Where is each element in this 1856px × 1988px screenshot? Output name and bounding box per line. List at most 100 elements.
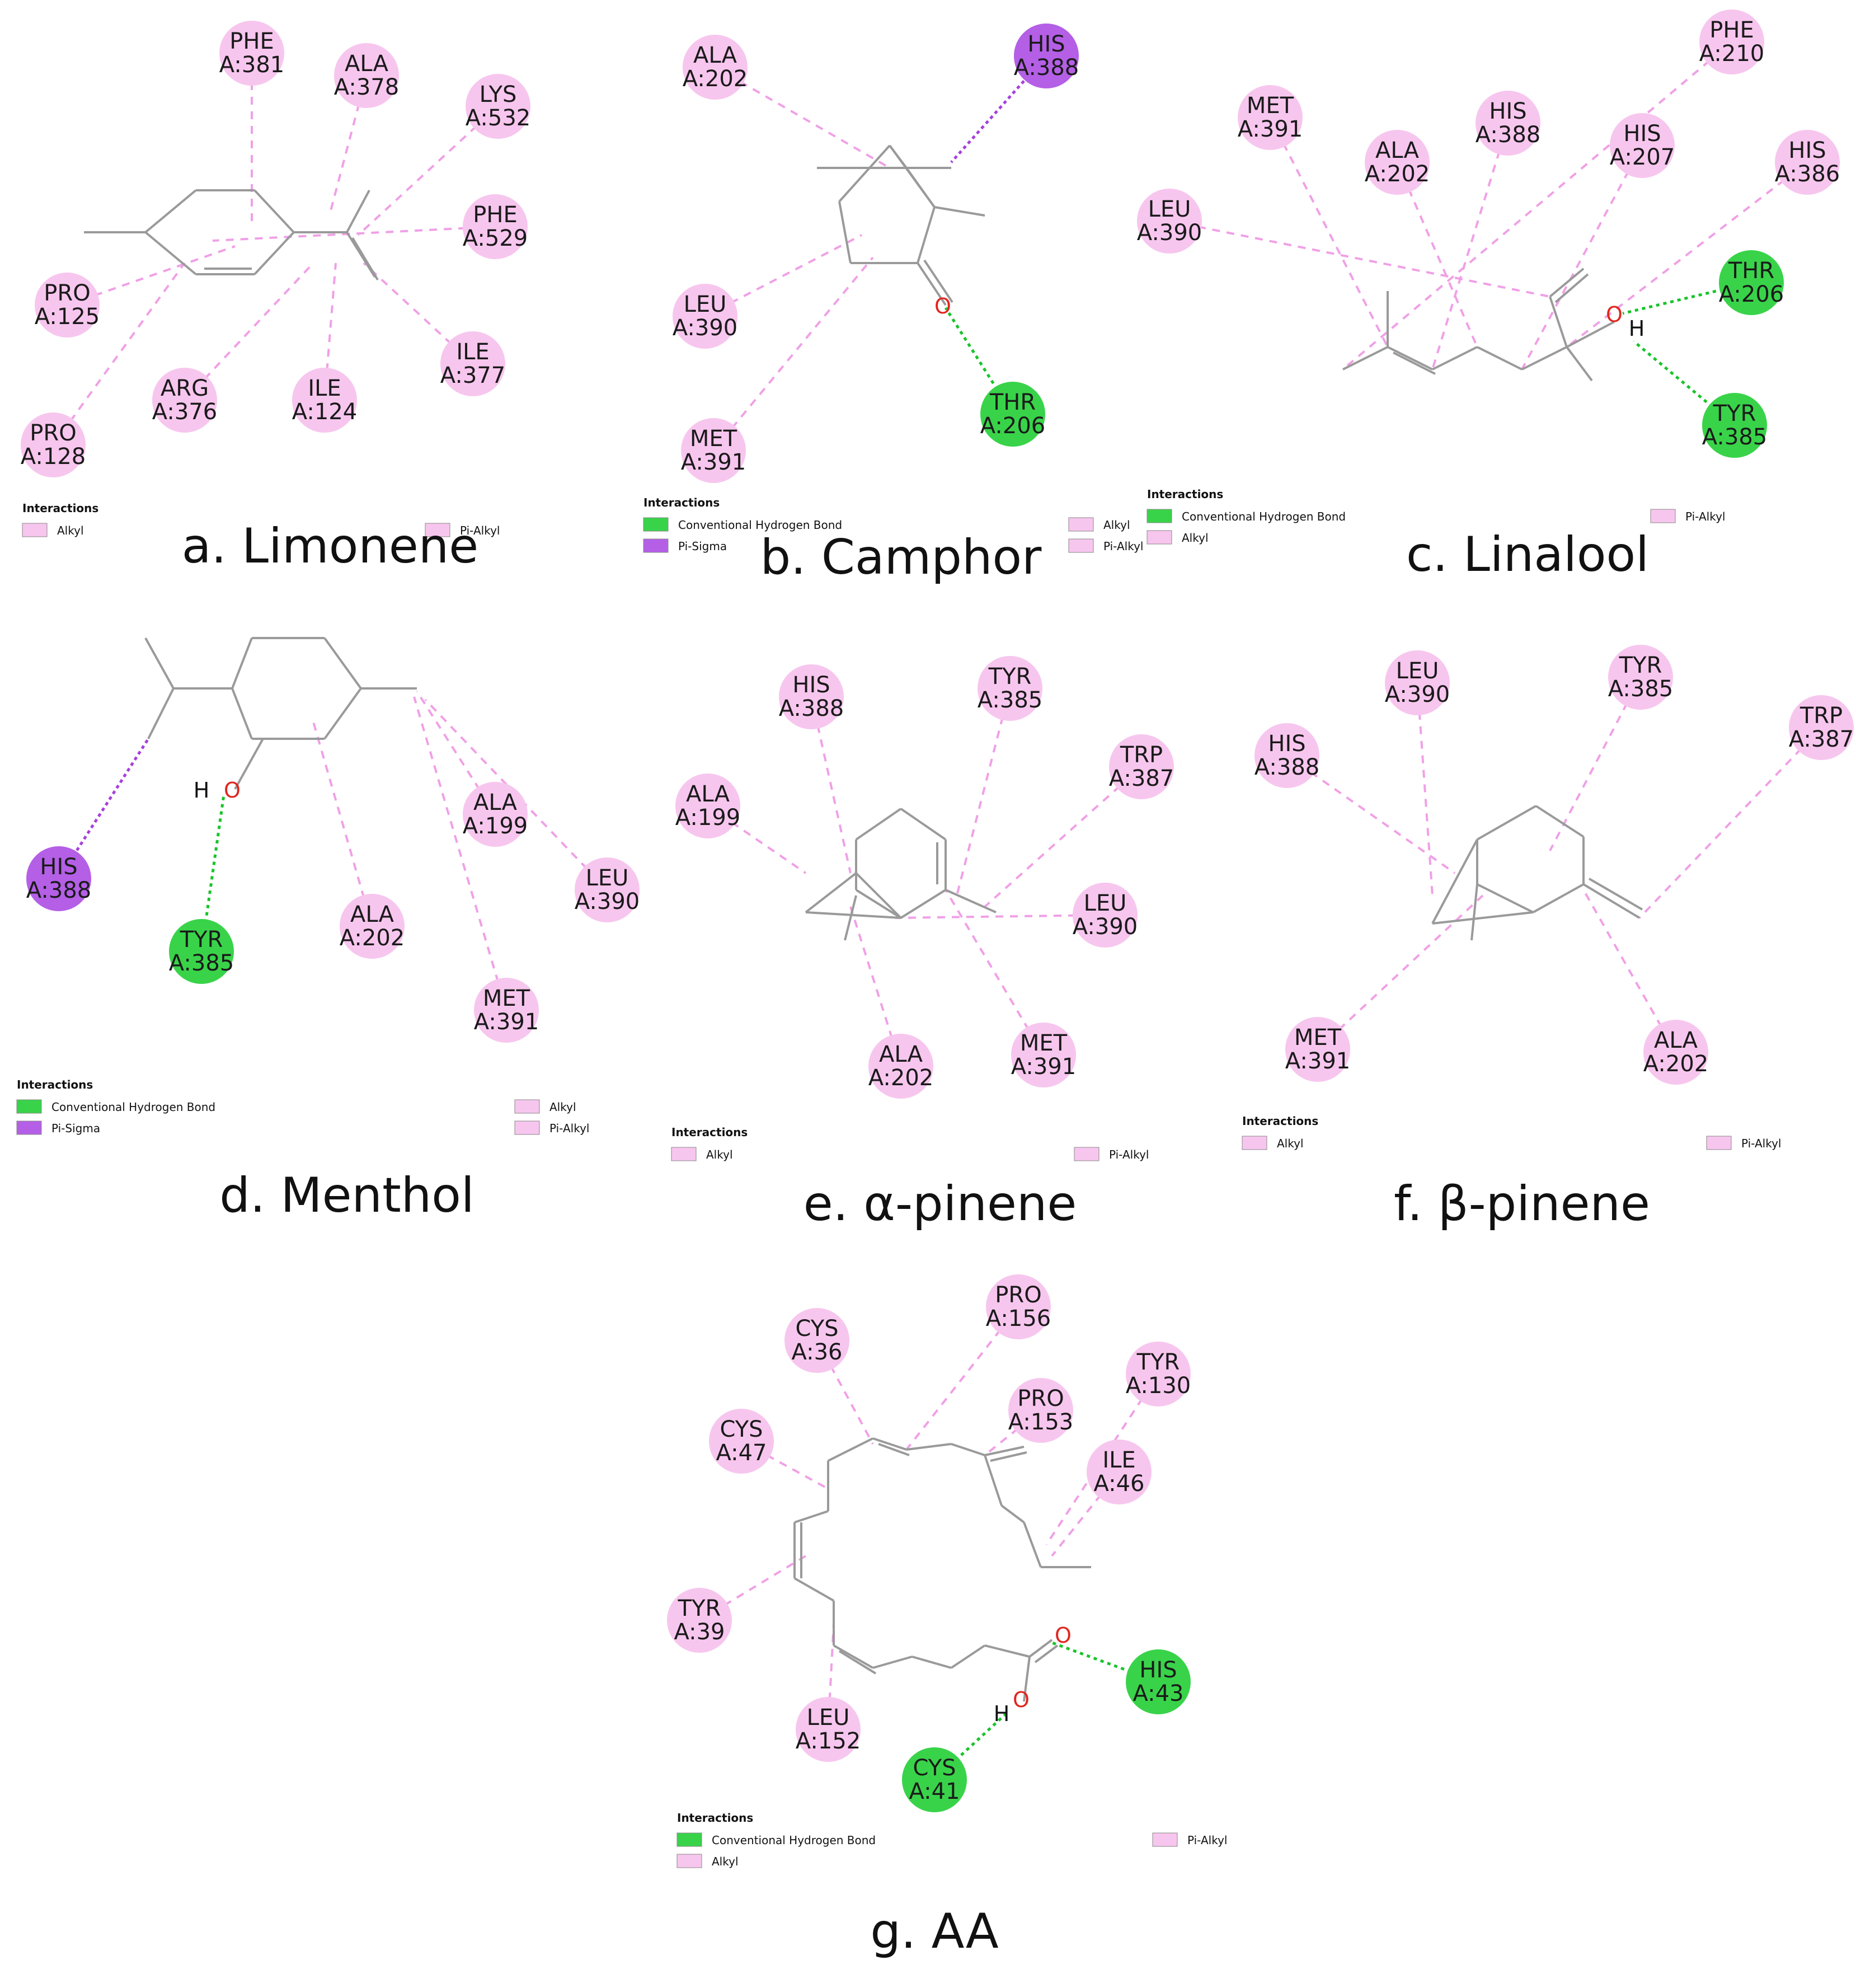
legend-swatch [1242,1136,1267,1150]
legend-title: Interactions [1147,487,1223,501]
interaction-line [1638,726,1822,919]
bond [231,688,253,739]
interaction-line [1416,682,1434,896]
legend-label: Pi-Alkyl [1187,1834,1227,1847]
residue-circle [667,1588,732,1653]
bond [828,1437,873,1462]
interaction-line [715,66,890,169]
legend-swatch [676,1854,702,1868]
residue-circle [1126,1342,1191,1406]
legend-label: Alkyl [1103,518,1130,532]
legend-swatch [1706,1136,1732,1150]
legend-swatch [514,1099,540,1114]
interaction-line [944,307,1014,415]
bond [1477,883,1534,913]
residue-id: A:385 [1702,424,1767,450]
residue-circle [779,664,844,729]
residue-circle [1008,1378,1073,1443]
legend-label: Pi-Alkyl [1103,540,1143,553]
residue-name: HIS [1027,31,1065,57]
legend-swatch [16,1099,42,1114]
residue-name: ILE [456,339,489,365]
bond [794,1577,834,1602]
hydrogen-atom-label: H [194,778,210,803]
legend-label: Pi-Alkyl [460,524,500,537]
residue-id: A:377 [440,363,505,388]
residue-circle [340,894,405,959]
residue-id: A:43 [1133,1681,1183,1706]
bond [1431,839,1478,924]
residue-name: HIS [1788,138,1826,163]
bond [950,1644,986,1669]
legend-swatch [1650,509,1676,523]
residue-circle [292,368,357,433]
residue-name: TYR [988,664,1032,690]
residue-circle [1385,650,1450,715]
residue-circle [1087,1440,1152,1504]
residue-name: ALA [350,902,394,927]
residue-name: CYS [720,1417,763,1442]
bond [1342,346,1388,371]
residue-circle [1476,91,1540,156]
bond [1477,805,1537,841]
residue-circle [463,194,528,259]
legend-swatch [1074,1147,1099,1161]
residue-name: MET [690,426,737,452]
legend-label: Alkyl [57,524,84,537]
residue-circle [1775,130,1840,195]
bond [984,1644,1030,1658]
bond [878,1443,910,1456]
panel-e: HISA:388TYRA:385TRPA:387ALAA:199LEUA:390… [671,656,1174,1232]
bond [1588,878,1643,911]
legend-label: Conventional Hydrogen Bond [678,518,842,532]
residue-id: A:385 [1608,676,1673,702]
legend-swatch [22,523,48,537]
residue-name: LEU [684,292,727,317]
bond [1470,884,1478,941]
interaction-line [1521,145,1643,370]
residue-name: TYR [1136,1349,1180,1375]
bond [144,231,197,275]
bond [911,1656,952,1669]
oxygen-atom-label: O [224,778,241,803]
residue-name: ALA [1654,1028,1698,1053]
residue-name: PRO [1017,1386,1064,1412]
legend-title: Interactions [1242,1114,1318,1128]
legend-swatch [425,523,450,537]
residue-id: A:532 [466,105,530,131]
residue-circle [675,773,740,838]
residue-name: HIS [1139,1657,1177,1683]
bond [833,1644,873,1669]
residue-id: A:387 [1789,726,1854,752]
interaction-line [1431,123,1509,370]
residue-id: A:385 [978,687,1042,713]
residue-id: A:385 [169,950,234,976]
legend-label: Pi-Alkyl [1741,1137,1781,1150]
bond [1477,346,1523,371]
residue-circle [1014,24,1079,88]
legend-label: Alkyl [1182,531,1209,545]
residue-circle [1365,130,1430,195]
residue-id: A:47 [716,1440,767,1466]
residue-id: A:376 [152,399,217,425]
legend-swatch [1147,530,1172,545]
